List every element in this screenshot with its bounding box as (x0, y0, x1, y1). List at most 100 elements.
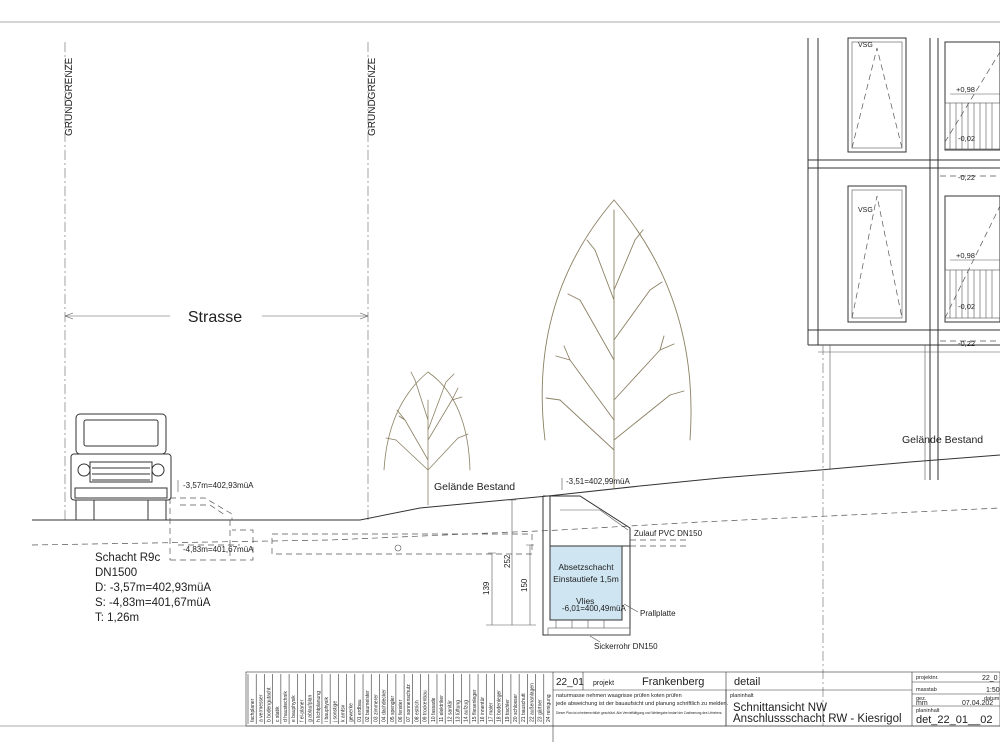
trade-label: 19 tischler (505, 699, 511, 722)
svg-text:projektnr.: projektnr. (916, 675, 939, 681)
svg-text:Vlies: Vlies (576, 596, 594, 606)
shaft-dimensions: 252 139 150 (482, 499, 536, 626)
svg-text:-0,22: -0,22 (958, 173, 975, 182)
svg-text:Dieser Plan ist urheberrechtli: Dieser Plan ist urheberrechtlich geschüt… (556, 711, 722, 715)
trade-label: 01 erdbau (357, 699, 363, 722)
trade-label: f el-planer (299, 699, 305, 722)
shaft-r9c-info: Schacht R9c DN1500 D: -3,57m=402,93müA S… (95, 552, 211, 624)
svg-text:Sickerrohr DN150: Sickerrohr DN150 (594, 642, 658, 651)
project-number: 22_01 (556, 677, 584, 688)
svg-text:-0,02: -0,02 (958, 134, 975, 143)
trade-label: 05 spengler (390, 696, 396, 722)
trade-label: g ablaufplan (308, 695, 314, 722)
trade-label: 12 sanitär (447, 700, 453, 722)
svg-text:VSG: VSG (858, 207, 873, 214)
svg-text:+0,98: +0,98 (956, 251, 975, 260)
svg-text:Schacht R9c: Schacht R9c (95, 552, 160, 564)
trade-label: 14 aufzug (464, 700, 470, 722)
level-shaft-bottom-right: -6,01=400,49müA (562, 604, 626, 613)
level-shaft-bottom-left: -4,83m=401,67müA (183, 545, 254, 554)
trade-label: k amtsv (340, 704, 346, 722)
plan-title-line2: Anschlussschacht RW - Kiesrigol (733, 713, 902, 725)
street-dimension: Strasse (64, 309, 369, 326)
trade-label: 06 fenster (398, 699, 404, 722)
property-line-right: GRUNDGRENZE (367, 42, 378, 522)
trade-label: h lichtplanung (316, 691, 322, 722)
svg-text:projekt: projekt (593, 680, 614, 687)
trade-label: 23 gärtner (538, 699, 544, 722)
trade-label: 18 bodenleger (497, 690, 503, 722)
terrain-label-left: Gelände Bestand (434, 481, 515, 493)
trade-label: 24 reinigung (546, 694, 552, 722)
trade-label: 21 bauschutt (521, 693, 527, 722)
trade-label: 20 schlosser (513, 694, 519, 722)
trade-label: a vermesser (258, 694, 264, 722)
svg-text:jede abweichung ist der bauauf: jede abweichung ist der bauaufsicht und … (555, 701, 729, 707)
building-facade: VSG +0,98 -0,02 -0,22 VSG +0,98 -0,02 -0… (807, 37, 1000, 480)
svg-text:22_0: 22_0 (982, 675, 998, 682)
svg-text:1:50: 1:50 (986, 687, 1000, 694)
trade-label: j sonstige (332, 701, 338, 723)
trade-label: 11 elektriker (439, 695, 445, 722)
trade-label: c statik (275, 706, 281, 722)
svg-text:Zulauf PVC DN150: Zulauf PVC DN150 (634, 529, 703, 538)
trade-label: 03 zimmerer (373, 694, 379, 722)
svg-text:naturmasse nehmen waa: naturmasse nehmen waagrisse prüfen koten… (556, 693, 682, 699)
plan-number: det_22_01__02 (916, 714, 992, 726)
project-name: Frankenberg (642, 676, 704, 688)
trade-label: i bauphysik (324, 696, 330, 722)
level-shaft-top-right: -3,51=402,99müA (566, 477, 630, 486)
trade-label: 13 lüftung (456, 700, 462, 722)
svg-text:masstab: masstab (916, 687, 937, 693)
svg-text:GRUNDGRENZE: GRUNDGRENZE (367, 57, 378, 136)
svg-text:GRUNDGRENZE: GRUNDGRENZE (64, 57, 75, 136)
svg-text:07.04.202: 07.04.202 (962, 700, 993, 707)
svg-text:VSG: VSG (858, 42, 873, 49)
trade-label: 02 baumeister (365, 690, 371, 722)
trade-label: fachplaner (250, 698, 256, 722)
tree-large (541, 199, 692, 489)
svg-text:detail: detail (734, 676, 760, 688)
trade-label: gewerke (349, 703, 355, 722)
trade-label: 08 estrich (414, 700, 420, 722)
svg-text:planinhalt: planinhalt (730, 693, 754, 699)
svg-text:Absetzschacht: Absetzschacht (558, 562, 614, 572)
svg-text:DN1500: DN1500 (95, 567, 137, 579)
terrain-line (32, 454, 1000, 521)
svg-text:gez.: gez. (916, 696, 927, 702)
svg-text:S: -4,83m=401,67müA: S: -4,83m=401,67müA (95, 597, 211, 609)
reference-line (31, 507, 1000, 546)
absetzschacht: Absetzschacht Einstautiefe 1,5m Vlies -3… (542, 477, 703, 651)
tree-small (383, 371, 471, 506)
svg-text:D: -3,57m=402,93müA: D: -3,57m=402,93müA (95, 582, 211, 594)
trade-label: 09 trockenbau (423, 690, 429, 722)
svg-text:datum: datum (984, 696, 1000, 702)
trade-label: 17 maler (488, 702, 494, 722)
trade-label: 04 dachdecker (382, 689, 388, 722)
trade-label: 15 fliesenleger (472, 689, 478, 722)
svg-text:150: 150 (520, 578, 529, 592)
svg-text:139: 139 (482, 581, 491, 595)
svg-text:Prallplatte: Prallplatte (640, 609, 676, 618)
svg-text:planinhalt: planinhalt (916, 708, 940, 714)
svg-text:mm: mm (916, 700, 928, 707)
trade-label: 16 innentür (480, 697, 486, 722)
plan-title-line1: Schnittansicht NW (733, 702, 827, 714)
trade-label: 10 fassade (431, 697, 437, 722)
trade-label: 07 sonnenschutz (406, 684, 412, 722)
svg-text:-0,22: -0,22 (958, 339, 975, 348)
property-line-left: GRUNDGRENZE (64, 42, 75, 522)
street-label: Strasse (188, 309, 242, 326)
trade-label: 22 außenanlagen (529, 683, 535, 722)
shaft-r9c: -3,57m=402,93müA -4,83m=401,67müA (169, 480, 533, 561)
svg-text:+0,98: +0,98 (956, 85, 975, 94)
svg-text:-0,02: -0,02 (958, 302, 975, 311)
level-shaft-top-left: -3,57m=402,93müA (183, 481, 254, 490)
terrain-label-right: Gelände Bestand (902, 434, 983, 446)
trade-label: d haustechnik (283, 691, 289, 722)
car-front-view (70, 413, 172, 521)
svg-text:252: 252 (503, 554, 512, 568)
